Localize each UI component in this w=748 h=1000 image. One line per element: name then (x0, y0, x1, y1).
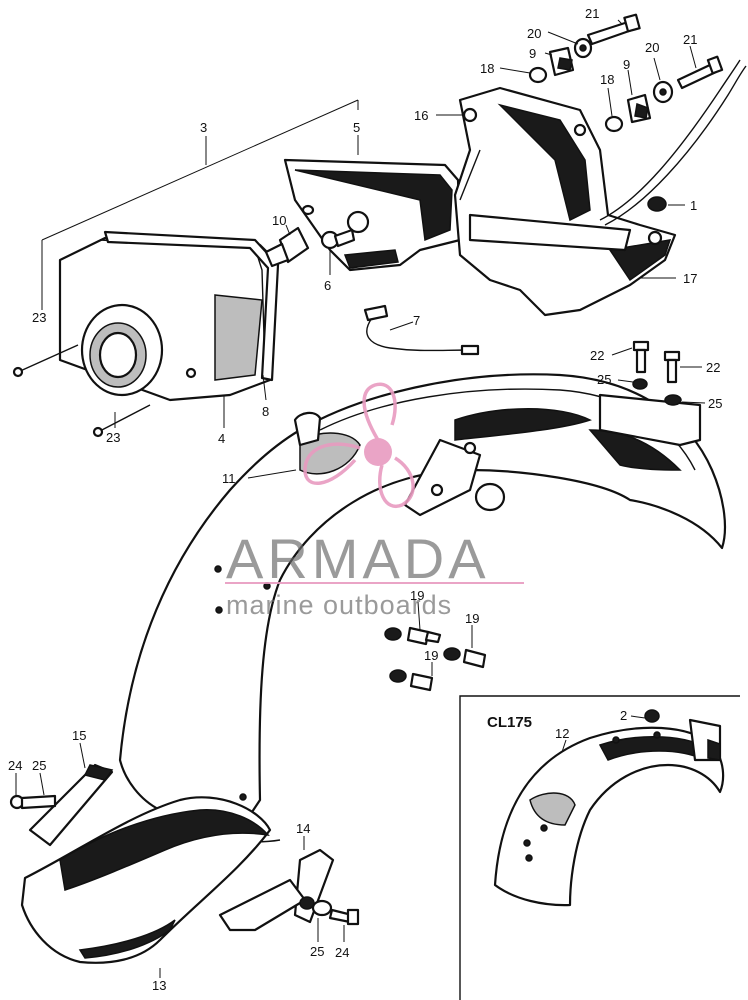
callout-4: 4 (218, 431, 225, 446)
callout-19: 19 (410, 588, 424, 603)
propeller-logo-icon (303, 382, 415, 509)
watermark-brand: ARMADA (226, 527, 490, 590)
callout-6: 6 (324, 278, 331, 293)
callout-22: 22 (706, 360, 720, 375)
callout-10: 10 (272, 213, 286, 228)
callout-12: 12 (555, 726, 569, 741)
callout-21: 21 (585, 6, 599, 21)
callout-11: 11 (222, 471, 236, 486)
hardware-flap (9, 794, 360, 932)
bolt-6 (320, 228, 356, 250)
callout-8: 8 (262, 404, 269, 419)
callout-14: 14 (296, 821, 310, 836)
callout-25: 25 (597, 372, 611, 387)
inset-panel: CL175 (459, 695, 740, 1000)
callout-20: 20 (645, 40, 659, 55)
watermark-tagline: marine outboards (226, 590, 452, 620)
callout-25: 25 (32, 758, 46, 773)
hardware-top (528, 13, 724, 133)
tail-light (58, 230, 280, 402)
tail-light-base (283, 158, 462, 272)
screws-23 (12, 344, 151, 438)
hardware-right (632, 340, 682, 406)
wire-7 (363, 304, 480, 356)
grommet-1 (647, 196, 667, 212)
callout-2: 2 (620, 708, 627, 723)
callout-18: 18 (480, 61, 494, 76)
callout-5: 5 (353, 120, 360, 135)
callout-15: 15 (72, 728, 86, 743)
callout-24: 24 (8, 758, 22, 773)
callout-25: 25 (310, 944, 324, 959)
callout-19: 19 (465, 611, 479, 626)
callout-23: 23 (106, 430, 120, 445)
bracket (453, 86, 677, 317)
callout-16: 16 (414, 108, 428, 123)
leader-lines (15, 19, 706, 978)
fender-flap (20, 763, 272, 964)
watermark: ARMADA marine outboards (225, 382, 524, 620)
wire-harness (599, 59, 747, 226)
callout-22: 22 (590, 348, 604, 363)
callout-9: 9 (623, 57, 630, 72)
inset-nut-2 (644, 709, 660, 723)
callout-3: 3 (200, 120, 207, 135)
hardware-center (384, 626, 487, 692)
callout-9: 9 (529, 46, 536, 61)
rear-fender (118, 373, 727, 843)
callout-18: 18 (600, 72, 614, 87)
callout-13: 13 (152, 978, 166, 993)
callout-7: 7 (413, 313, 420, 328)
callout-21: 21 (683, 32, 697, 47)
callout-23: 23 (32, 310, 46, 325)
callout-20: 20 (527, 26, 541, 41)
callout-25: 25 (708, 396, 722, 411)
bulb (264, 226, 310, 268)
callout-19: 19 (424, 648, 438, 663)
callout-1: 1 (690, 198, 697, 213)
inset-fender (493, 718, 725, 907)
callout-17: 17 (683, 271, 697, 286)
inset-title: CL175 (487, 714, 532, 731)
callout-labels: 21 20 9 18 20 21 9 18 16 3 5 1 10 6 17 2… (8, 6, 722, 993)
callout-24: 24 (335, 945, 349, 960)
